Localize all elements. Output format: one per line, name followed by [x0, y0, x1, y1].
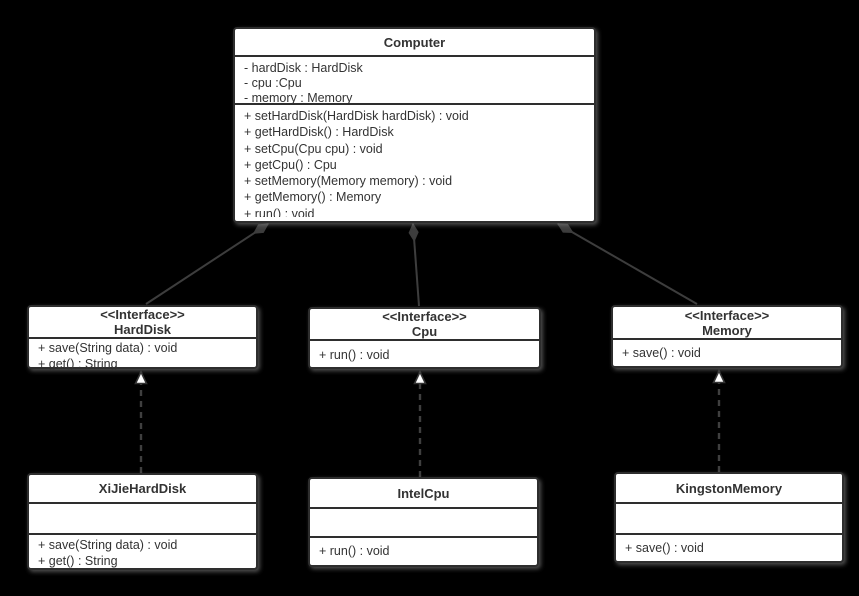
method-save: + save() : void	[622, 346, 701, 360]
method-getmemory: + getMemory() : Memory	[244, 190, 382, 205]
intelcpu-methods-compartment: + run() : void	[310, 538, 537, 559]
class-title-xijieharddisk: XiJieHardDisk	[29, 475, 256, 504]
method-save: + save(String data) : void	[38, 341, 178, 355]
class-box-kingstonmemory: KingstonMemory + save() : void	[614, 472, 844, 563]
method-setmemory: + setMemory(Memory memory) : void	[244, 174, 453, 189]
xijie-fields-compartment	[29, 504, 256, 535]
computer-methods-compartment: + setHardDisk(HardDisk hardDisk) : void …	[235, 105, 594, 217]
method-sethard: + setHardDisk(HardDisk hardDisk) : void	[244, 109, 469, 123]
stereotype-label: <<Interface>>	[382, 309, 467, 324]
composition-line-computer-cpu	[413, 224, 420, 307]
class-title-computer: Computer	[235, 29, 594, 57]
memory-methods-compartment: + save() : void	[613, 340, 841, 361]
intelcpu-fields-compartment	[310, 509, 537, 538]
stereotype-label: <<Interface>>	[100, 307, 185, 322]
method-setcpu: + setCpu(Cpu cpu) : void	[244, 141, 383, 156]
method-get: + get() : String	[38, 356, 118, 371]
method-get: + get() : String	[38, 554, 118, 568]
interface-box-harddisk: <<Interface>> HardDisk + save(String dat…	[27, 305, 258, 371]
class-title-kingstonmemory: KingstonMemory	[616, 474, 842, 504]
field-harddisk: - hardDisk : HardDisk	[244, 61, 363, 75]
interface-name: Cpu	[411, 324, 438, 339]
method-run: + run() : void	[244, 206, 315, 217]
stereotype-label: <<Interface>>	[684, 307, 770, 323]
method-run: + run() : void	[319, 348, 390, 362]
class-box-computer: Computer - hardDisk : HardDisk - cpu :Cp…	[233, 27, 596, 223]
interface-title-cpu: <<Interface>> Cpu	[310, 309, 539, 341]
method-gethard: + getHardDisk() : HardDisk	[244, 125, 394, 140]
method-getcpu: + getCpu() : Cpu	[244, 157, 337, 172]
kingston-methods-compartment: + save() : void	[616, 535, 842, 556]
interface-box-memory: <<Interface>> Memory + save() : void	[611, 305, 843, 368]
kingston-fields-compartment	[616, 504, 842, 535]
interface-name: HardDisk	[113, 322, 172, 337]
harddisk-methods-compartment: + save(String data) : void + get() : Str…	[29, 339, 256, 371]
interface-title-harddisk: <<Interface>> HardDisk	[29, 307, 256, 339]
field-cpu: - cpu :Cpu	[244, 76, 302, 90]
interface-box-cpu: <<Interface>> Cpu + run() : void	[308, 307, 541, 369]
class-box-xijieharddisk: XiJieHardDisk + save(String data) : void…	[27, 473, 258, 570]
method-save: + save() : void	[625, 541, 704, 555]
method-save: + save(String data) : void	[38, 538, 178, 552]
class-title-intelcpu: IntelCpu	[310, 479, 537, 509]
cpu-methods-compartment: + run() : void	[310, 341, 539, 363]
computer-fields-compartment: - hardDisk : HardDisk - cpu :Cpu - memor…	[235, 57, 594, 105]
composition-line-computer-harddisk	[145, 223, 268, 305]
field-memory: - memory : Memory	[244, 91, 353, 105]
composition-line-computer-memory	[558, 223, 698, 305]
class-box-intelcpu: IntelCpu + run() : void	[308, 477, 539, 567]
interface-title-memory: <<Interface>> Memory	[613, 307, 841, 340]
method-run: + run() : void	[319, 544, 390, 558]
xijie-methods-compartment: + save(String data) : void + get() : Str…	[29, 535, 256, 569]
interface-name: Memory	[702, 322, 752, 338]
